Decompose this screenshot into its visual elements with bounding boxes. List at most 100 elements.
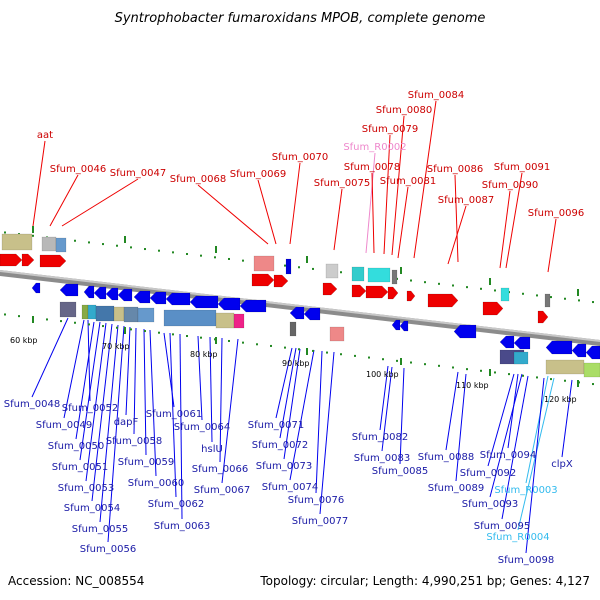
reverse-gene-label: Sfum_0076 [288,495,344,506]
label-leader-lines [31,100,573,554]
tick-mark [214,256,216,259]
forward-gene-label: Sfum_0070 [272,152,328,163]
tick-mark [508,373,510,376]
forward-gene-label: Sfum_0078 [344,162,400,173]
tick-mark [438,364,440,367]
forward-gene-label: Sfum_0046 [50,164,106,175]
reverse-gene-label: Sfum_0067 [194,485,250,496]
tick-mark [522,374,524,377]
forward-leader-line [413,100,437,259]
reverse-gene-label: Sfum_0066 [192,464,248,475]
reverse-leader-line [219,337,223,463]
accession-text: Accession: NC_008554 [8,574,144,588]
forward-gene-label: Sfum_0047 [110,168,166,179]
kbp-80: 80 kbp [190,350,218,359]
tick-mark [410,361,412,364]
reverse-leader-line [319,351,335,515]
reverse-gene-arrow [545,340,573,355]
reverse-gene-arrow [93,286,107,300]
reverse-leader-line [525,377,545,554]
forward-leader-line [547,218,557,273]
reverse-annotation-box [163,309,217,327]
tick-mark [130,328,132,331]
reverse-gene-label: Sfum_0048 [4,399,60,410]
tick-mark [74,321,76,324]
reverse-gene-label: Sfum_0088 [418,452,474,463]
reverse-gene-label: dapF [114,417,139,428]
tick-mark [270,344,272,347]
tick-mark [536,294,538,297]
tick-mark [452,284,454,287]
reverse-gene-label: Sfum_0060 [128,478,184,489]
reverse-gene-arrow [31,282,41,294]
forward-gene-arrow [39,254,67,268]
forward-gene-arrow [273,274,289,288]
forward-gene-arrow [406,290,416,302]
forward-annotation-box [55,237,67,253]
tick-mark [200,254,202,257]
reverse-gene-label: Sfum_0064 [174,422,230,433]
forward-gene-arrow [251,273,275,287]
forward-leader-line [333,188,343,251]
reverse-gene-label: Sfum_0052 [62,403,118,414]
reverse-gene-arrow [399,320,409,332]
reverse-gene-label: Sfum_0059 [118,457,174,468]
reverse-leader-line [107,325,125,543]
forward-gene-label: Sfum_0068 [170,174,226,185]
tick-mark [312,267,314,270]
reverse-gene-arrow [453,324,477,339]
reverse-leader-line [169,332,177,498]
reverse-gene-label: Sfum_0062 [148,499,204,510]
reverse-leader-line [149,329,157,477]
reverse-leader-line [133,327,137,435]
reverse-gene-label: Sfum_0058 [106,436,162,447]
forward-leader-line [49,174,79,227]
tick-mark [60,320,62,323]
reverse-annotation-box [123,306,139,323]
reverse-gene-arrow [585,345,600,360]
major-tick [124,236,126,243]
reverse-gene-label: Sfum_0092 [460,468,516,479]
reverse-leader-line [289,349,315,481]
forward-leader-line [505,172,523,269]
reverse-gene-arrow [133,290,151,304]
reverse-annotation-box [95,305,115,322]
reverse-gene-label: Sfum_0053 [58,483,114,494]
major-tick [489,278,491,285]
tick-mark [396,359,398,362]
forward-gene-label: aat [37,130,53,141]
forward-gene-label: Sfum_0096 [528,208,584,219]
forward-leader-line [365,152,376,254]
reverse-gene-arrow [83,285,95,299]
major-tick [400,358,402,365]
forward-annotation-box [41,236,57,252]
tick-mark [172,251,174,254]
reverse-gene-label: Sfum_0074 [262,482,318,493]
reverse-gene-label: Sfum_0049 [36,420,92,431]
tick-marks [4,226,594,387]
reverse-annotation-box [87,304,97,320]
tick-mark [88,241,90,244]
reverse-strand-features [31,282,600,378]
tick-mark [116,326,118,329]
kbp-120: 120 kbp [544,395,577,404]
reverse-leader-line [87,319,91,402]
forward-annotation-box [325,263,339,279]
tick-mark [536,376,538,379]
forward-gene-label: Sfum_0087 [438,195,494,206]
tick-mark [228,339,230,342]
tick-mark [88,323,90,326]
tick-mark [466,286,468,289]
forward-annotation-box [253,255,275,272]
major-tick [215,337,217,344]
tick-mark [158,249,160,252]
major-tick [577,289,579,296]
forward-gene-label: Sfum_0080 [376,105,432,116]
reverse-leader-line [85,322,107,482]
forward-gene-label: Sfum_0081 [380,176,436,187]
tick-mark [326,351,328,354]
reverse-gene-label: Sfum_0073 [256,461,312,472]
